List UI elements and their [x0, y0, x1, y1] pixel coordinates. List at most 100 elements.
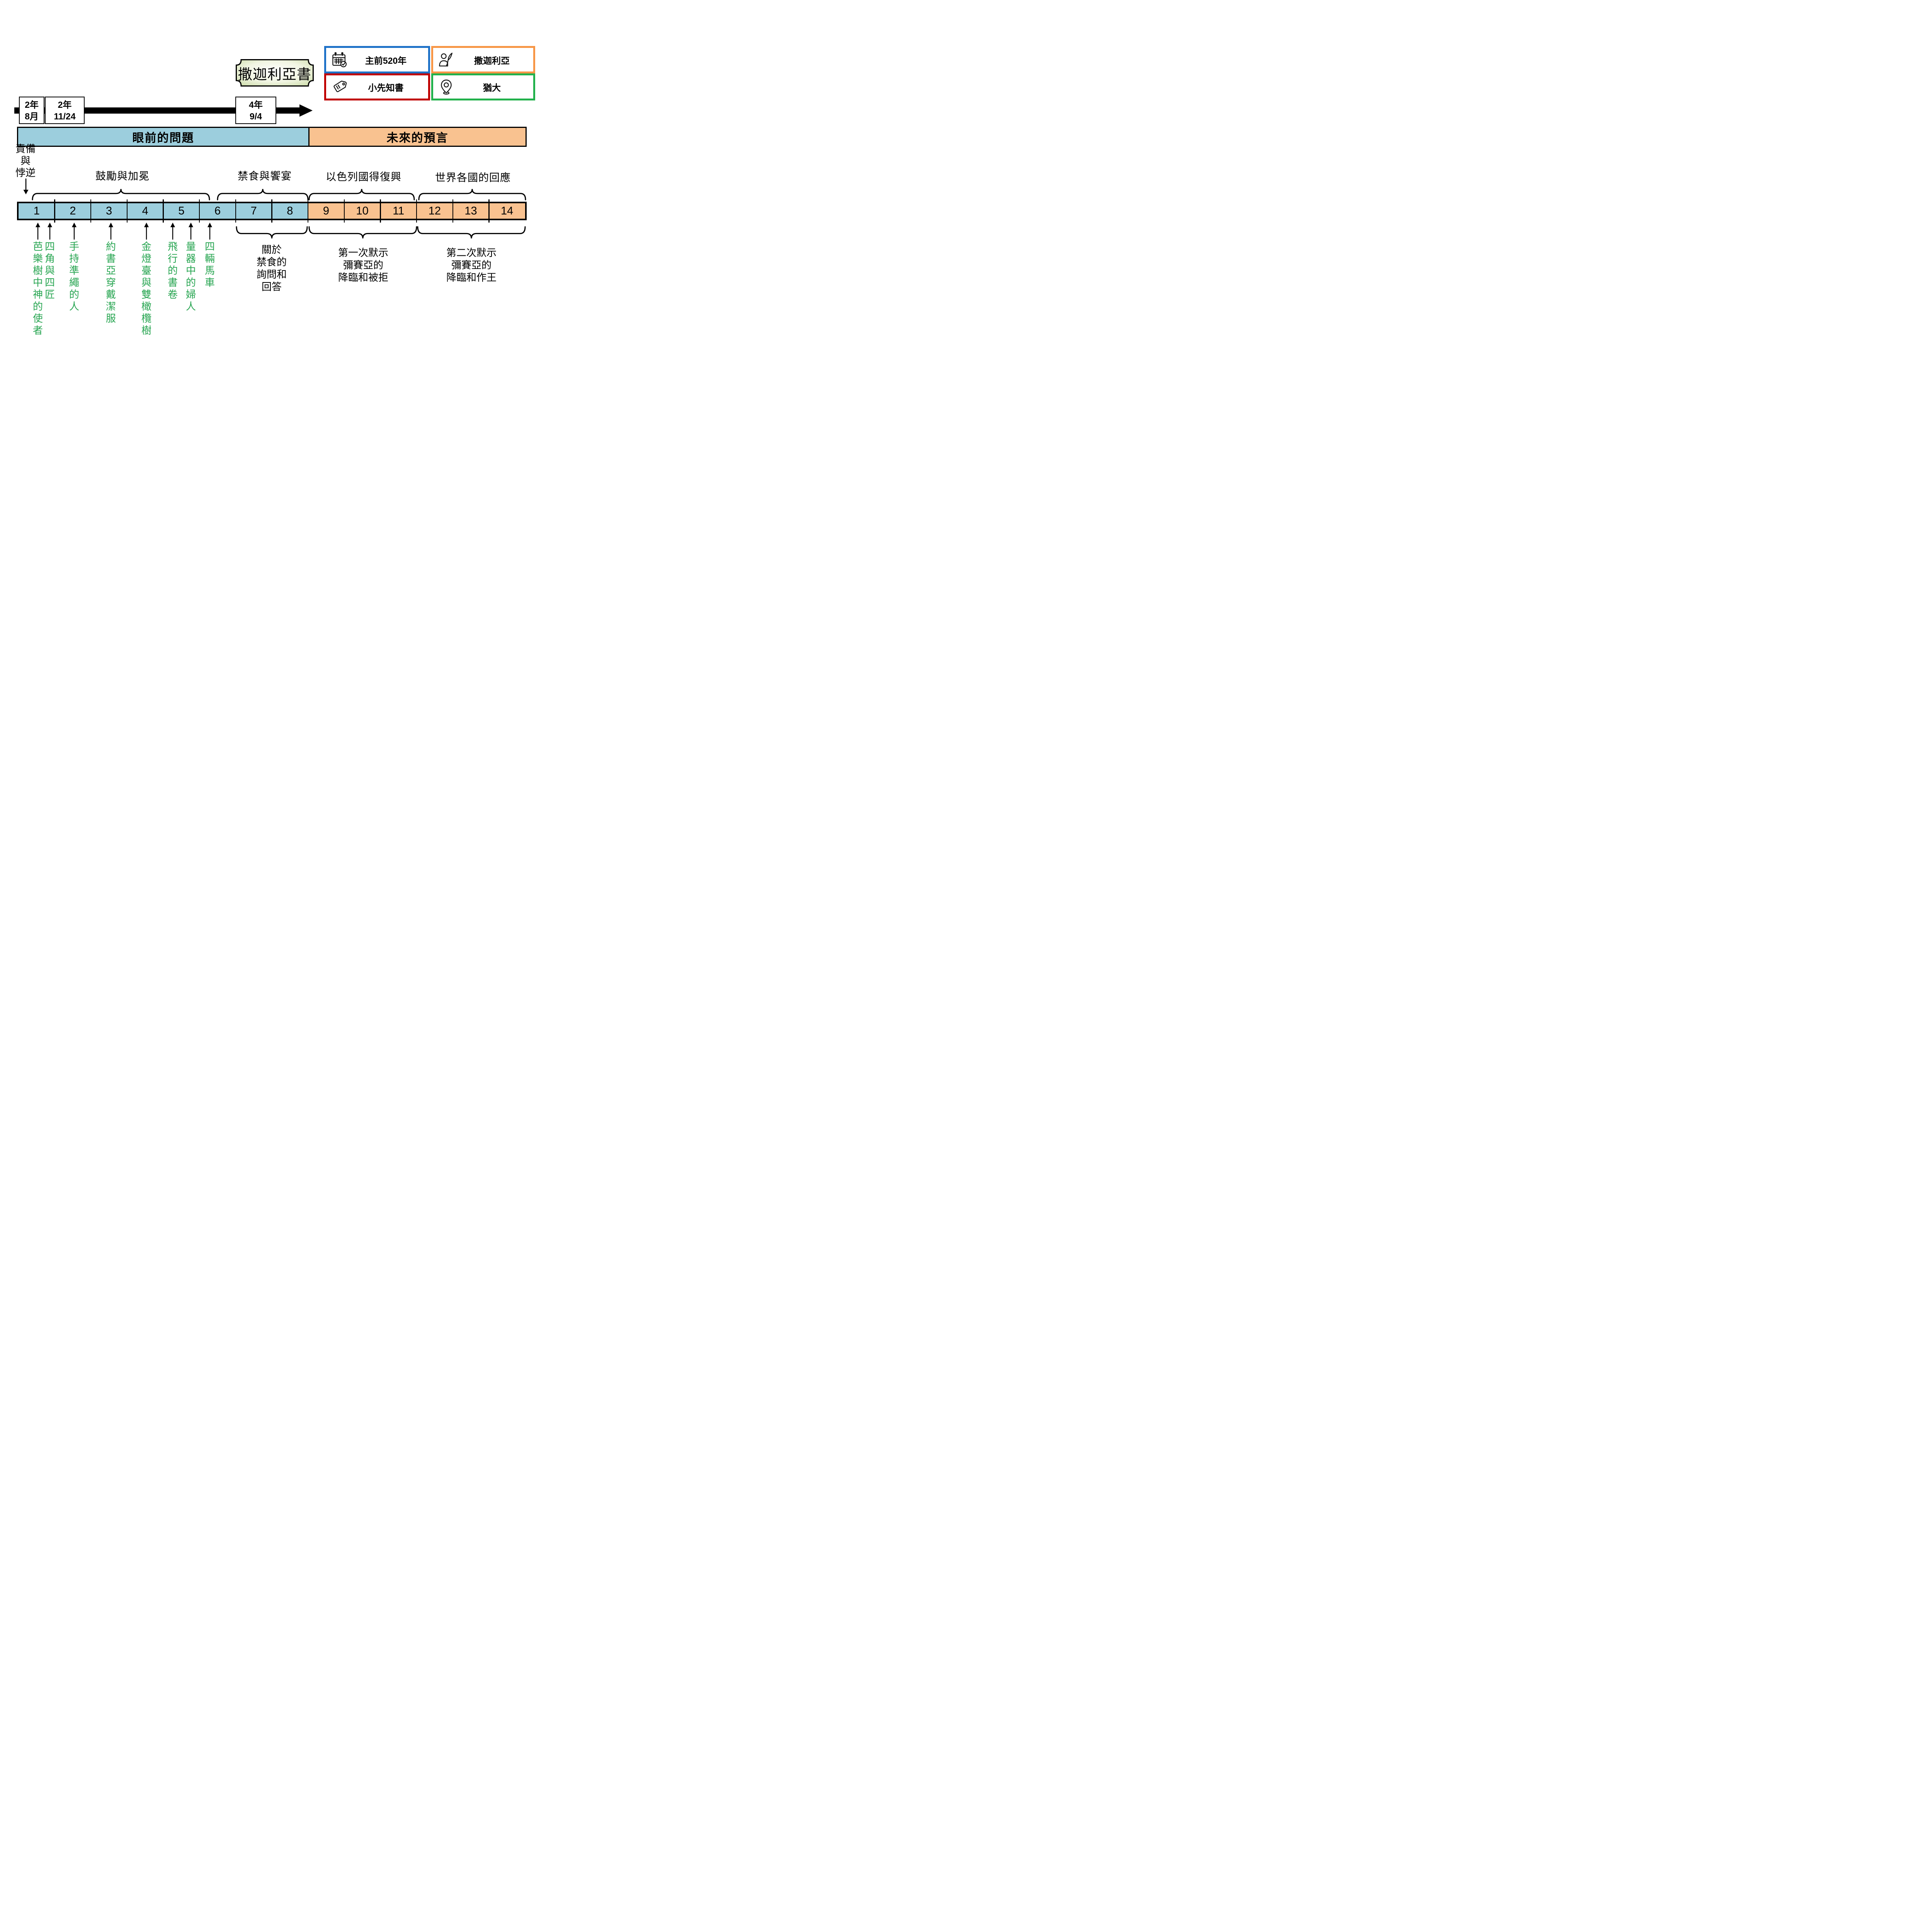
date-marker: 2年 11/24	[45, 97, 85, 124]
vision-label-char: 與	[141, 277, 151, 288]
vision-label-char: 橄	[141, 301, 151, 312]
chapter-cell: 2	[54, 203, 91, 219]
chapter-divider	[488, 199, 490, 223]
group-label-nations-response: 世界各國的回應	[435, 172, 511, 184]
down-arrow-icon	[23, 179, 29, 194]
bottom-group-fasting-qa: 關於禁食的詢問和回答	[257, 243, 287, 293]
bottom-group-first-oracle: 第一次默示彌賽亞的降臨和被拒	[338, 247, 388, 284]
bottom-group-line: 第二次默示	[446, 247, 497, 259]
vision-label-char: 量	[185, 241, 196, 252]
left-note: 責備 與 悖逆	[11, 143, 40, 179]
up-arrow-icon	[170, 223, 175, 240]
vision-label: 飛行的書卷	[167, 241, 179, 301]
bottom-group-line: 降臨和作王	[446, 272, 497, 283]
date-marker-line: 8月	[25, 111, 39, 121]
vision-label-char: 樹	[141, 325, 151, 336]
book-title: 撒迦利亞書	[238, 66, 311, 82]
vision-label-char: 的	[185, 277, 196, 288]
vision-label-char: 的	[32, 301, 43, 312]
left-note-line: 責備	[15, 143, 36, 155]
bottom-group-line: 禁食的	[256, 256, 287, 268]
up-arrow-icon	[207, 223, 212, 240]
chapter-divider	[452, 199, 453, 223]
under-brace-first-oracle	[308, 226, 417, 239]
up-arrow-icon	[189, 223, 193, 240]
vision-label-char: 穿	[105, 277, 116, 288]
chapter-cell: 11	[380, 203, 417, 219]
vision-label-char: 雙	[141, 289, 151, 300]
vision-label-char: 四	[44, 241, 55, 252]
vision-label-char: 服	[105, 313, 116, 324]
vision-label: 四輛馬車	[204, 241, 216, 289]
vision-label-char: 樹	[32, 265, 43, 276]
vision-label: 約書亞穿戴潔服	[105, 241, 117, 325]
vision-label-char: 婦	[185, 289, 196, 300]
chapter-divider	[235, 199, 236, 223]
chapter-cell: 10	[344, 203, 381, 219]
vision-label-char: 人	[69, 301, 79, 312]
vision-label: 量器中的婦人	[185, 241, 197, 313]
vision-label-char: 欖	[141, 313, 151, 324]
date-marker-line: 11/24	[54, 111, 76, 121]
badge-author-label: 撒迦利亞	[474, 55, 510, 66]
chapter-cell: 7	[235, 203, 272, 219]
vision-label-char: 四	[204, 241, 215, 252]
banner-shape	[236, 59, 314, 87]
vision-label-char: 四	[44, 277, 55, 288]
chapter-divider	[380, 199, 381, 223]
vision-label-char: 的	[69, 289, 79, 300]
section-present-label: 眼前的問題	[132, 132, 194, 145]
title-banner: 撒迦利亞書	[236, 59, 314, 87]
calendar-check-icon	[332, 52, 347, 67]
group-label-encouragement: 鼓勵與加冕	[95, 170, 150, 182]
chapter-cell: 13	[452, 203, 489, 219]
under-brace-second-oracle	[417, 226, 526, 239]
badge-date-label: 主前520年	[365, 55, 407, 66]
chapter-cell: 8	[272, 203, 308, 219]
vision-label-char: 中	[32, 277, 43, 288]
chapter-divider	[126, 199, 128, 223]
date-marker: 4年 9/4	[235, 97, 276, 124]
up-arrow-icon	[48, 223, 52, 240]
vision-label-char: 行	[167, 253, 178, 264]
vision-label-char: 中	[185, 265, 196, 276]
chapter-cell: 14	[489, 203, 525, 219]
vision-label-char: 手	[69, 241, 79, 252]
up-arrow-icon	[144, 223, 149, 240]
vision-label-char: 車	[204, 277, 215, 288]
section-future: 未來的預言	[308, 128, 526, 146]
vision-label-char: 匠	[44, 289, 55, 300]
chapter-cell: 4	[127, 203, 163, 219]
over-brace-encouragement	[32, 189, 210, 201]
badge-author: 撒迦利亞	[431, 46, 535, 73]
section-strip: 眼前的問題 未來的預言	[17, 127, 527, 147]
timeline-arrow	[14, 104, 313, 117]
vision-label-char: 燈	[141, 253, 151, 264]
chapter-cell: 3	[91, 203, 127, 219]
vision-label-char: 準	[69, 265, 79, 276]
chapter-cell: 12	[417, 203, 453, 219]
group-label-israel-restored: 以色列國得復興	[326, 171, 401, 183]
chapter-cell: 9	[308, 203, 344, 219]
vision-label-char: 者	[32, 325, 43, 336]
group-label-fasting: 禁食與饗宴	[238, 170, 292, 182]
up-arrow-icon	[36, 223, 40, 240]
bottom-group-line: 回答	[261, 281, 282, 293]
vision-label: 芭樂樹中神的使者	[32, 241, 44, 337]
vision-label: 金燈臺與雙橄欖樹	[141, 241, 152, 337]
chapter-cell: 6	[199, 203, 236, 219]
vision-label-char: 的	[167, 265, 178, 276]
vision-label-char: 器	[185, 253, 196, 264]
tag-icon	[333, 80, 347, 92]
up-arrow-icon	[109, 223, 113, 240]
chapter-divider	[90, 199, 92, 223]
bottom-group-line: 降臨和被拒	[338, 272, 389, 283]
date-marker-line: 4年	[249, 99, 263, 110]
date-marker: 2年 8月	[19, 97, 44, 124]
bottom-group-line: 彌賽亞的	[451, 259, 492, 271]
vision-label-char: 馬	[204, 265, 215, 276]
bottom-group-line: 第一次默示	[338, 247, 389, 259]
badge-category-label: 小先知書	[368, 83, 404, 93]
vision-label-char: 輛	[204, 253, 215, 264]
bottom-group-line: 關於	[261, 244, 282, 255]
